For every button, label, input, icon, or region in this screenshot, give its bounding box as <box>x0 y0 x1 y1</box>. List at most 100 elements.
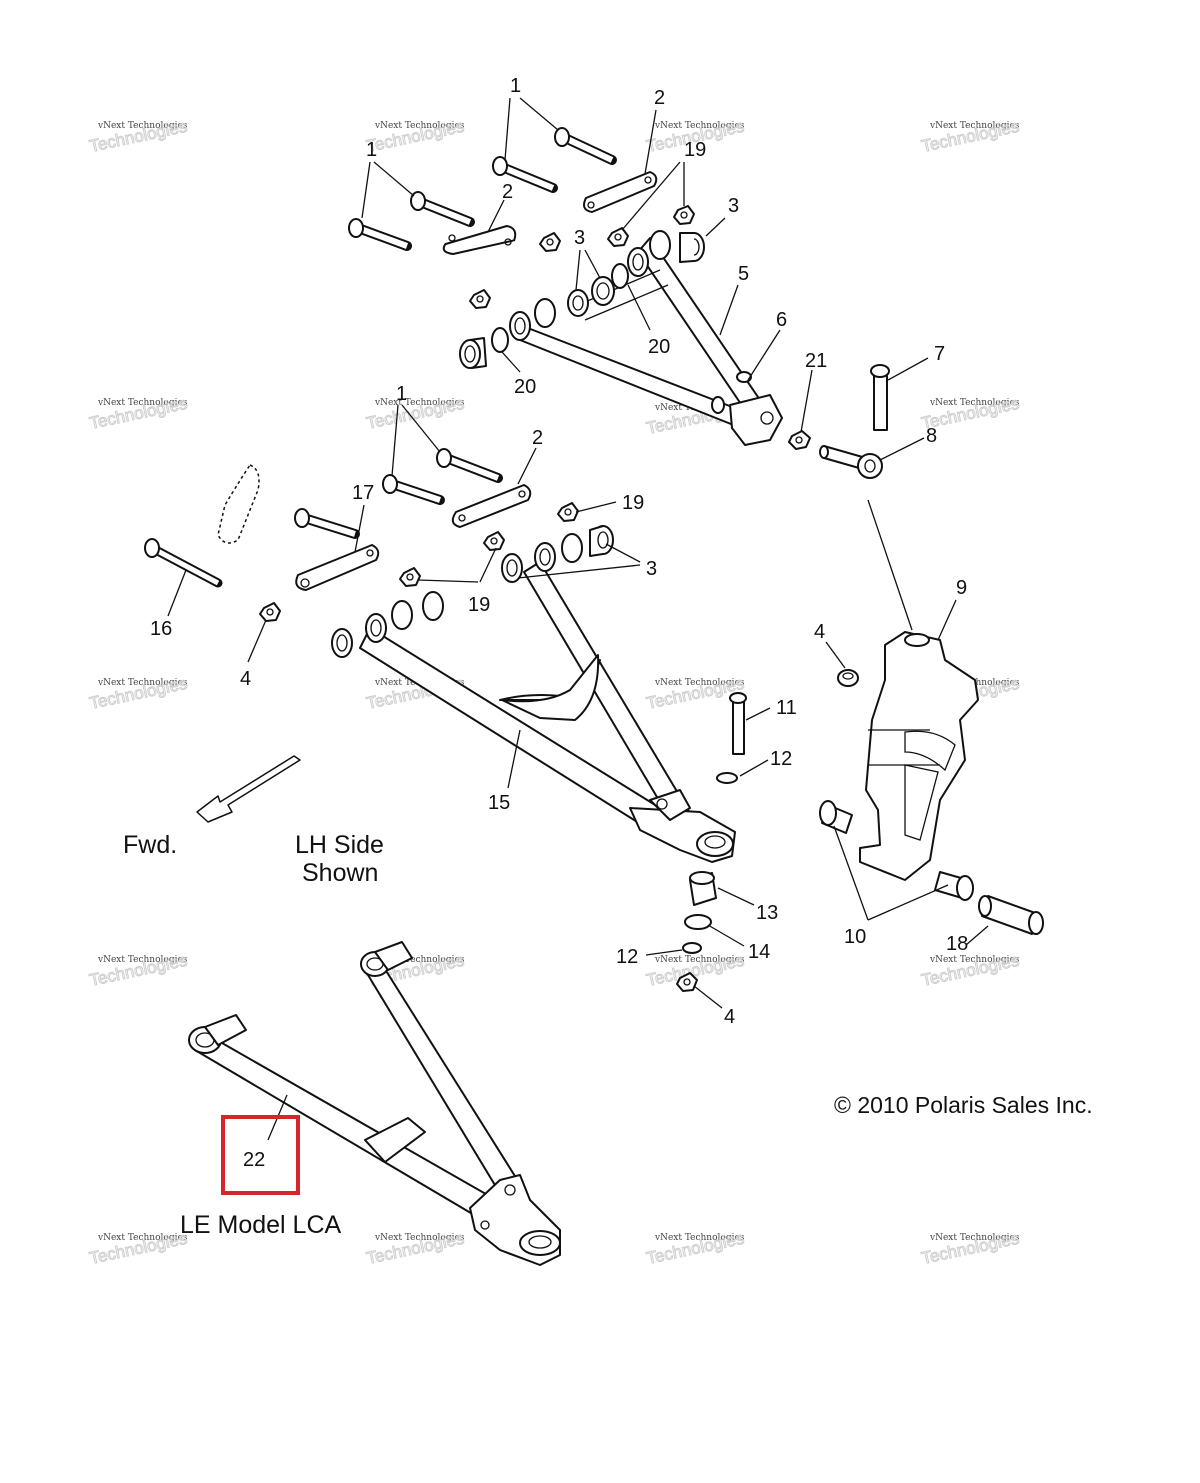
bushing-part <box>627 230 671 277</box>
le-model-label: LE Model LCA <box>180 1211 342 1239</box>
ball-joint-part <box>819 445 883 479</box>
callout-5: 5 <box>738 263 749 285</box>
bolt-part <box>382 474 445 505</box>
bushing-part <box>679 232 705 263</box>
bolt-part <box>410 191 475 227</box>
bushing-part <box>819 800 853 834</box>
pin-part <box>978 895 1044 935</box>
callout-12: 12 <box>616 946 638 968</box>
washer-part <box>716 772 738 784</box>
watermark-text: vNext Technologies <box>374 955 465 965</box>
bolt-part <box>554 127 617 165</box>
dashed-reference-part <box>217 464 260 544</box>
bolt-part <box>729 692 747 755</box>
bolt-part <box>436 448 503 483</box>
watermark-text: vNext Technologies <box>97 121 188 131</box>
callout-3: 3 <box>728 195 739 217</box>
washer-part <box>682 942 702 954</box>
bushing-part <box>934 871 974 901</box>
leader-lines <box>167 97 989 1141</box>
plate-part <box>442 224 517 256</box>
copyright-label: © 2010 Polaris Sales Inc. <box>834 1092 1093 1118</box>
bolt-part <box>870 364 890 431</box>
callout-20: 20 <box>514 376 536 398</box>
callout-1: 1 <box>396 383 407 405</box>
bushing-part <box>589 525 614 557</box>
callout-2: 2 <box>654 87 665 109</box>
watermark-text: vNext Technologies <box>929 121 1020 131</box>
callout-19: 19 <box>684 139 706 161</box>
nut-part <box>557 502 579 522</box>
callout-12: 12 <box>770 748 792 770</box>
watermark: vNext Technologies Technologies <box>364 1228 466 1268</box>
watermark: vNext Technologies Technologies <box>87 950 189 990</box>
watermark-text: vNext Technologies <box>654 955 745 965</box>
watermark-text: vNext Technologies <box>929 955 1020 965</box>
nut-part <box>259 602 281 622</box>
callout-18: 18 <box>946 933 968 955</box>
watermark: vNext Technologies Technologies <box>644 1228 746 1268</box>
watermark: vNext Technologies Technologies <box>919 116 1021 156</box>
plate-part <box>451 484 532 528</box>
bushing-part <box>459 337 487 369</box>
bolt-part <box>348 218 412 251</box>
callout-13: 13 <box>756 902 778 924</box>
steering-knuckle-part <box>859 631 979 881</box>
nut-part <box>673 205 695 225</box>
bushing-part <box>331 591 444 658</box>
callout-22: 22 <box>243 1149 265 1171</box>
bushing-part <box>689 871 717 906</box>
watermark-text: vNext Technologies <box>654 678 745 688</box>
callout-16: 16 <box>150 618 172 640</box>
nut-part <box>399 567 421 587</box>
watermark-text: vNext Technologies <box>374 398 465 408</box>
watermark: vNext Technologies Technologies <box>919 1228 1021 1268</box>
callout-19: 19 <box>622 492 644 514</box>
highlight-box-22 <box>221 1115 300 1195</box>
callout-21: 21 <box>805 350 827 372</box>
washer-part <box>611 263 629 289</box>
watermark-text: vNext Technologies <box>929 1233 1020 1243</box>
upper-arm-part <box>519 237 783 446</box>
callout-11: 11 <box>776 697 797 719</box>
watermark-text: vNext Technologies <box>97 955 188 965</box>
bolt-part <box>144 538 223 588</box>
plate-part <box>295 544 380 591</box>
callout-1: 1 <box>510 75 521 97</box>
watermark-text: vNext Technologies <box>374 1233 465 1243</box>
forward-arrow-icon <box>196 755 301 823</box>
callout-17: 17 <box>352 482 374 504</box>
shown-label: Shown <box>302 859 378 887</box>
watermark: vNext Technologies Technologies <box>644 673 746 713</box>
callout-19: 19 <box>468 594 490 616</box>
bolt-part <box>492 156 558 193</box>
le-model-lca-part <box>188 941 561 1266</box>
lh-side-label: LH Side <box>295 831 384 859</box>
watermark: vNext Technologies Technologies <box>87 673 189 713</box>
nut-part <box>483 531 505 551</box>
callout-2: 2 <box>532 427 543 449</box>
bolt-part <box>294 508 360 539</box>
lower-control-arm-assembly <box>144 448 747 992</box>
bushing-part <box>591 276 615 306</box>
watermark: vNext Technologies Technologies <box>87 393 189 433</box>
watermark: vNext Technologies Technologies <box>364 393 466 433</box>
callout-14: 14 <box>748 941 770 963</box>
nut-part <box>788 430 811 450</box>
nut-part <box>676 972 698 992</box>
watermark-text: vNext Technologies <box>97 398 188 408</box>
callout-1: 1 <box>366 139 377 161</box>
watermark: vNext Technologies Technologies <box>87 116 189 156</box>
watermark: vNext Technologies Technologies <box>87 1228 189 1268</box>
bushing-part <box>509 298 556 341</box>
nut-part <box>539 232 561 252</box>
callout-20: 20 <box>648 336 670 358</box>
callout-10: 10 <box>844 926 866 948</box>
watermark-text: vNext Technologies <box>929 398 1020 408</box>
watermark: vNext Technologies Technologies <box>364 116 466 156</box>
callout-4: 4 <box>240 668 251 690</box>
callout-4: 4 <box>814 621 825 643</box>
callout-6: 6 <box>776 309 787 331</box>
callout-8: 8 <box>926 425 937 447</box>
